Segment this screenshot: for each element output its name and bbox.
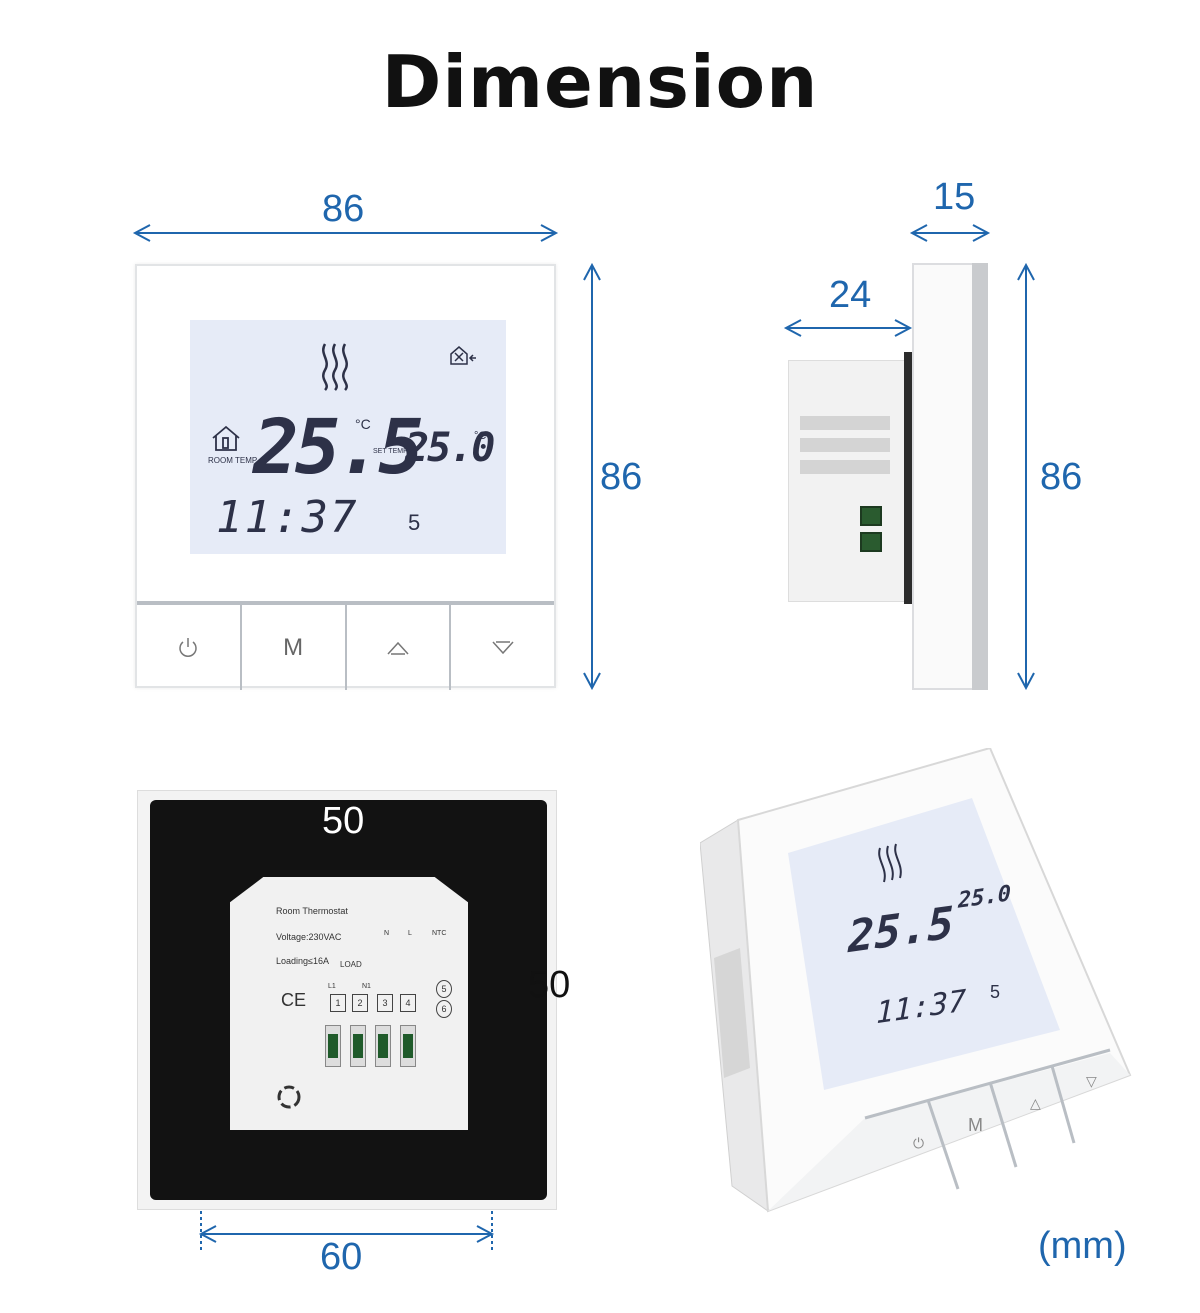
- set-temperature-value: 25.0: [405, 425, 495, 471]
- terminal-1: 1: [330, 994, 346, 1012]
- module-loading-label: Loading≤16A: [276, 956, 329, 966]
- persp-up-icon: △: [1030, 1095, 1041, 1111]
- mode-button[interactable]: M: [242, 605, 347, 690]
- side-vent: [800, 460, 890, 474]
- live-label: L: [408, 930, 412, 937]
- side-depth-total-label: 15: [933, 176, 976, 218]
- buzzer-icon: [277, 1085, 301, 1109]
- terminal-2: 2: [352, 994, 368, 1012]
- persp-mode-label: M: [968, 1115, 983, 1135]
- room-temp-unit: °C: [355, 416, 371, 432]
- side-terminal: [860, 506, 882, 526]
- front-width-label: 86: [322, 188, 365, 230]
- lcd-display: ROOM TEMP 25.5 °C SET TEMP 25.0 °C 11:37…: [190, 320, 506, 554]
- persp-day: 5: [990, 982, 1000, 1002]
- heating-icon: [322, 343, 348, 391]
- room-temp-label: ROOM TEMP: [208, 456, 258, 465]
- terminal-6: 6: [436, 1000, 452, 1018]
- ce-mark: CE: [281, 990, 307, 1010]
- page-title: Dimension: [381, 40, 819, 124]
- front-height-label: 86: [600, 456, 643, 498]
- back-mount-width-label: 50: [322, 800, 365, 842]
- neutral-label: N: [384, 930, 390, 937]
- n1-label: N1: [362, 983, 371, 990]
- side-view-front-edge: [972, 263, 988, 690]
- back-view-module: [230, 877, 468, 1130]
- wire-clamp: [375, 1025, 391, 1067]
- side-vent: [800, 438, 890, 452]
- down-button[interactable]: [451, 605, 554, 690]
- set-temp-unit: °C: [474, 430, 487, 442]
- clock-time: 11:37: [216, 492, 359, 543]
- side-height-label: 86: [1040, 456, 1083, 498]
- weekday-number: 5: [408, 510, 421, 535]
- perspective-view-thermostat: 25.5 25.0 11:37 5 ⏻ M △ ▽: [700, 748, 1132, 1213]
- back-screw-width-label: 60: [320, 1236, 363, 1278]
- front-button-row: M: [137, 601, 554, 690]
- room-house-icon: [212, 425, 240, 451]
- wire-clamp: [350, 1025, 366, 1067]
- front-view-thermostat: ROOM TEMP 25.5 °C SET TEMP 25.0 °C 11:37…: [135, 264, 556, 690]
- up-arrow-icon: [387, 641, 409, 655]
- up-button[interactable]: [347, 605, 452, 690]
- power-icon: [179, 637, 198, 657]
- power-button[interactable]: [137, 605, 242, 690]
- persp-power-icon: ⏻: [913, 1135, 924, 1151]
- module-name-label: Room Thermostat: [276, 906, 348, 916]
- side-vent: [800, 416, 890, 430]
- terminal-4: 4: [400, 994, 416, 1012]
- wire-clamp: [400, 1025, 416, 1067]
- room-temperature-value: 25.5: [253, 402, 424, 491]
- set-temp-label: SET TEMP: [373, 448, 408, 455]
- down-arrow-icon: [492, 640, 514, 654]
- ntc-label: NTC: [432, 930, 447, 937]
- l1-label: L1: [328, 983, 336, 990]
- side-terminal: [860, 532, 882, 552]
- module-voltage-label: Voltage:230VAC: [276, 932, 342, 942]
- wire-clamp: [325, 1025, 341, 1067]
- terminal-3: 3: [377, 994, 393, 1012]
- load-label: LOAD: [340, 960, 362, 969]
- side-view-body: [788, 360, 910, 602]
- away-mode-icon: [450, 346, 476, 365]
- persp-down-icon: ▽: [1086, 1073, 1097, 1089]
- back-mount-height-label: 50: [528, 964, 571, 1006]
- side-depth-body-label: 24: [829, 274, 872, 316]
- unit-label: (mm): [1038, 1225, 1127, 1267]
- terminal-5: 5: [436, 980, 452, 998]
